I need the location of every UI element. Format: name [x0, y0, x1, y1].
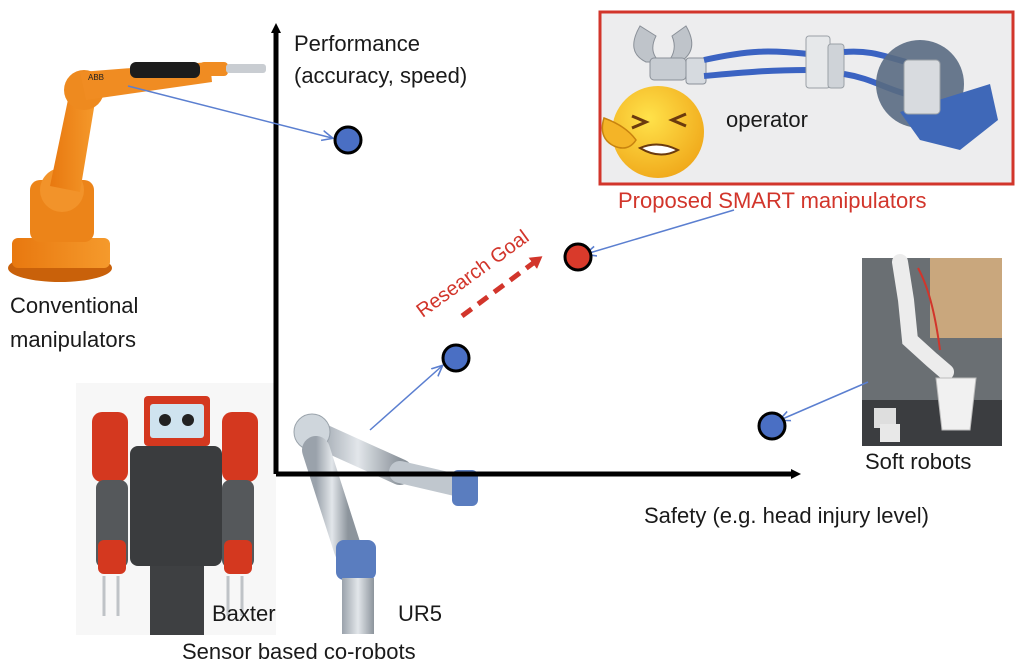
operator-emoji-icon [601, 86, 704, 178]
conventional-robot-icon: ABB [8, 62, 266, 282]
soft-robots-label: Soft robots [865, 449, 972, 474]
arrow-conventional [127, 85, 332, 138]
arrow-smart [586, 209, 735, 254]
operator-label: operator [726, 107, 808, 132]
svg-text:ABB: ABB [88, 73, 104, 82]
point-soft-robots [757, 411, 787, 441]
arrow-research-goal [460, 255, 543, 319]
y-axis-label-line2: (accuracy, speed) [294, 63, 468, 88]
arrow-soft [780, 381, 869, 420]
baxter-label: Baxter [212, 601, 276, 626]
ur5-robot-icon [293, 413, 478, 634]
proposed-smart-label: Proposed SMART manipulators [618, 188, 927, 213]
point-smart [563, 242, 593, 272]
baxter-robot-icon [76, 383, 276, 635]
x-axis-label: Safety (e.g. head injury level) [644, 503, 929, 528]
point-co-robots [441, 343, 471, 373]
conventional-label-line2: manipulators [10, 327, 136, 352]
conventional-label-line1: Conventional [10, 293, 139, 318]
arrow-ur5 [369, 366, 442, 431]
point-conventional [333, 125, 363, 155]
soft-robot-photo-icon [862, 254, 1002, 446]
sensor-based-label: Sensor based co-robots [182, 639, 416, 664]
ur5-label: UR5 [398, 601, 443, 626]
y-axis-label-line1: Performance [294, 31, 420, 56]
smart-gripper-icon [633, 25, 998, 150]
